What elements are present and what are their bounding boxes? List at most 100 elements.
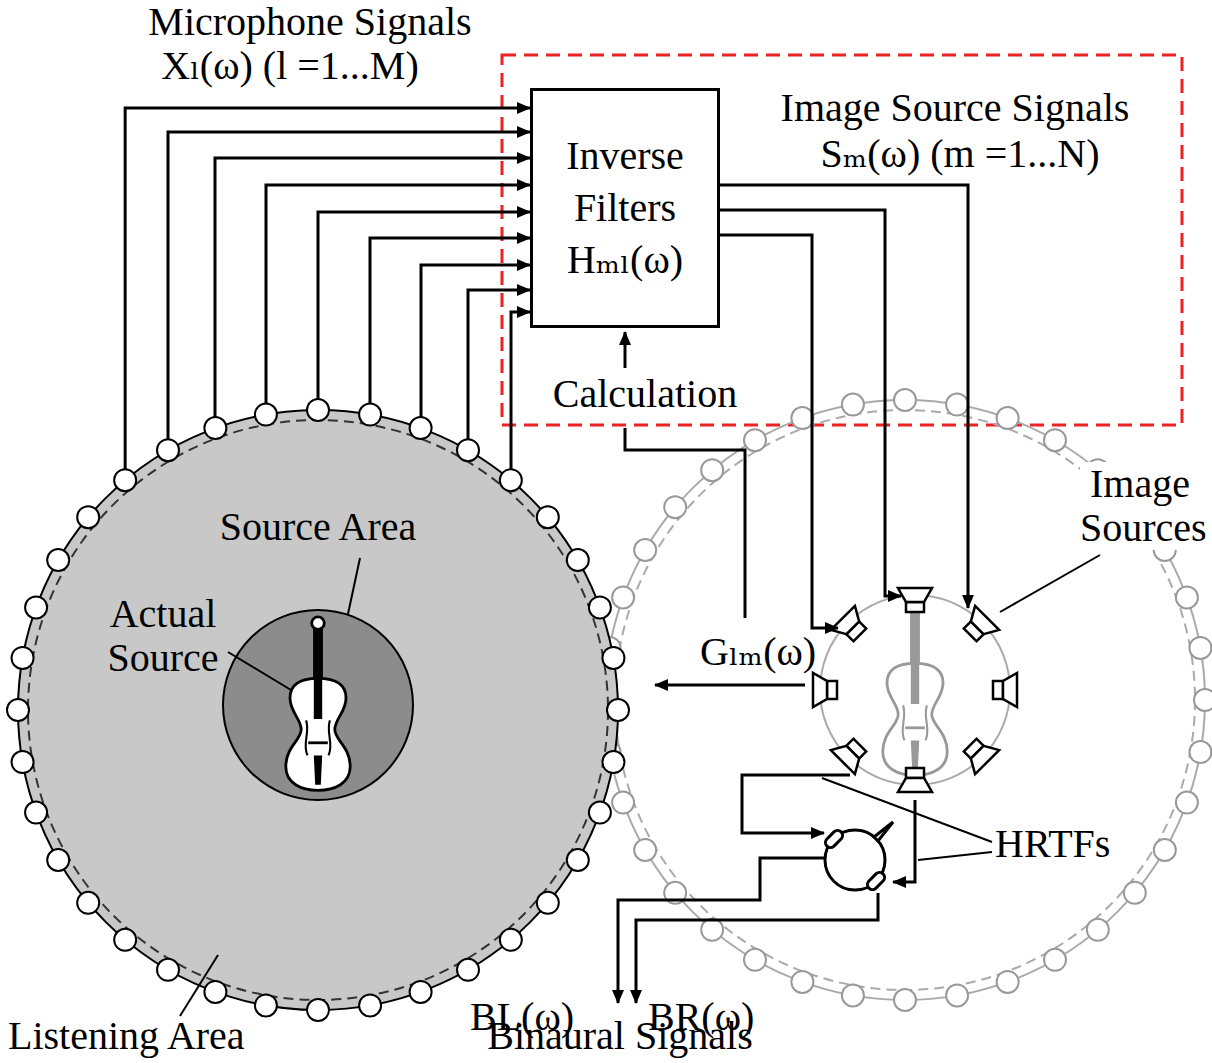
microphone [359, 994, 381, 1016]
microphone [1176, 792, 1198, 814]
speaker [958, 606, 999, 647]
microphone [157, 959, 179, 981]
signal-label: Image Source Signals [720, 86, 1190, 130]
speaker-cone [965, 740, 999, 774]
microphone [1189, 741, 1211, 763]
signal-label: Image Sources [1080, 462, 1200, 550]
filter-box: Inverse Filters Hₘₗ(ω) [530, 88, 720, 328]
microphone [791, 407, 813, 429]
microphone [842, 984, 864, 1006]
microphone [12, 751, 34, 773]
microphone [842, 394, 864, 416]
microphone [946, 394, 968, 416]
microphone [1194, 689, 1212, 711]
signal-label: Actual Source [98, 592, 228, 680]
speaker-cone [965, 606, 999, 640]
microphone [894, 989, 916, 1011]
microphone [537, 506, 559, 528]
microphone [1044, 429, 1066, 451]
speaker [831, 606, 872, 647]
microphone [359, 404, 381, 426]
speaker-magnet [906, 602, 924, 612]
virtual-violin [883, 602, 947, 776]
leader-line [228, 652, 291, 690]
microphone [255, 994, 277, 1016]
microphone [602, 751, 624, 773]
microphone [664, 496, 686, 518]
image-source-speakers [813, 588, 1017, 792]
speaker-magnet [827, 681, 837, 699]
speaker [831, 733, 872, 774]
microphone [1124, 882, 1146, 904]
microphone [457, 959, 479, 981]
microphone [500, 469, 522, 491]
leader-lines [822, 555, 1100, 860]
microphone [1189, 637, 1211, 659]
microphone [997, 971, 1019, 993]
node-text: Inverse Filters Hₘₗ(ω) [543, 130, 707, 286]
virtual-microphones [594, 389, 1212, 1011]
leader-line [348, 558, 360, 614]
microphone [701, 459, 723, 481]
speaker [898, 768, 932, 792]
microphone [744, 429, 766, 451]
signal-label: Xₗ(ω) (l =1...M) [100, 44, 480, 88]
speaker [898, 588, 932, 612]
signal-label: Microphone Signals [100, 0, 520, 44]
signal-label: Calculation [530, 372, 760, 416]
microphone [612, 586, 634, 608]
microphone [744, 949, 766, 971]
microphone [457, 439, 479, 461]
head [823, 822, 893, 892]
microphone [77, 892, 99, 914]
microphone [410, 417, 432, 439]
microphone [1176, 586, 1198, 608]
source-area-circle: Source Area [223, 610, 413, 800]
microphone [114, 469, 136, 491]
node-text: Source Area [188, 505, 448, 549]
dashed-ring [28, 420, 608, 1000]
microphone [607, 699, 629, 721]
microphone [47, 849, 69, 871]
signal-label: Gₗₘ(ω) [700, 630, 800, 674]
microphone [612, 792, 634, 814]
speaker [958, 733, 999, 774]
microphone [589, 802, 611, 824]
microphone [997, 407, 1019, 429]
hrtf-and-binaural-wires [618, 775, 915, 1003]
microphone [204, 981, 226, 1003]
microphone [255, 404, 277, 426]
microphone [701, 919, 723, 941]
listening-disc [18, 410, 618, 1010]
speaker-cone [831, 606, 865, 640]
microphone [791, 971, 813, 993]
speaker [993, 673, 1017, 707]
violin [286, 617, 350, 791]
microphone [602, 647, 624, 669]
microphone [500, 929, 522, 951]
microphone [537, 892, 559, 914]
microphone [307, 999, 329, 1021]
microphone [589, 596, 611, 618]
speaker-magnet [993, 681, 1003, 699]
leader-line [180, 955, 218, 1016]
microphone [1087, 919, 1109, 941]
microphone [567, 849, 589, 871]
microphone [634, 539, 656, 561]
microphone [204, 417, 226, 439]
speaker [813, 673, 837, 707]
source-area-circle-outline [223, 610, 413, 800]
speaker-cone [813, 673, 827, 707]
microphone [634, 839, 656, 861]
microphone [307, 399, 329, 421]
speaker-cone [831, 740, 865, 774]
speaker-cone [1003, 673, 1017, 707]
microphone [25, 802, 47, 824]
microphone [410, 981, 432, 1003]
node-text: Listening Area [8, 1014, 245, 1058]
signal-label: HRTFs [995, 822, 1145, 866]
virtual-listening-circle [605, 400, 1205, 1000]
microphone [114, 929, 136, 951]
microphone [77, 506, 99, 528]
